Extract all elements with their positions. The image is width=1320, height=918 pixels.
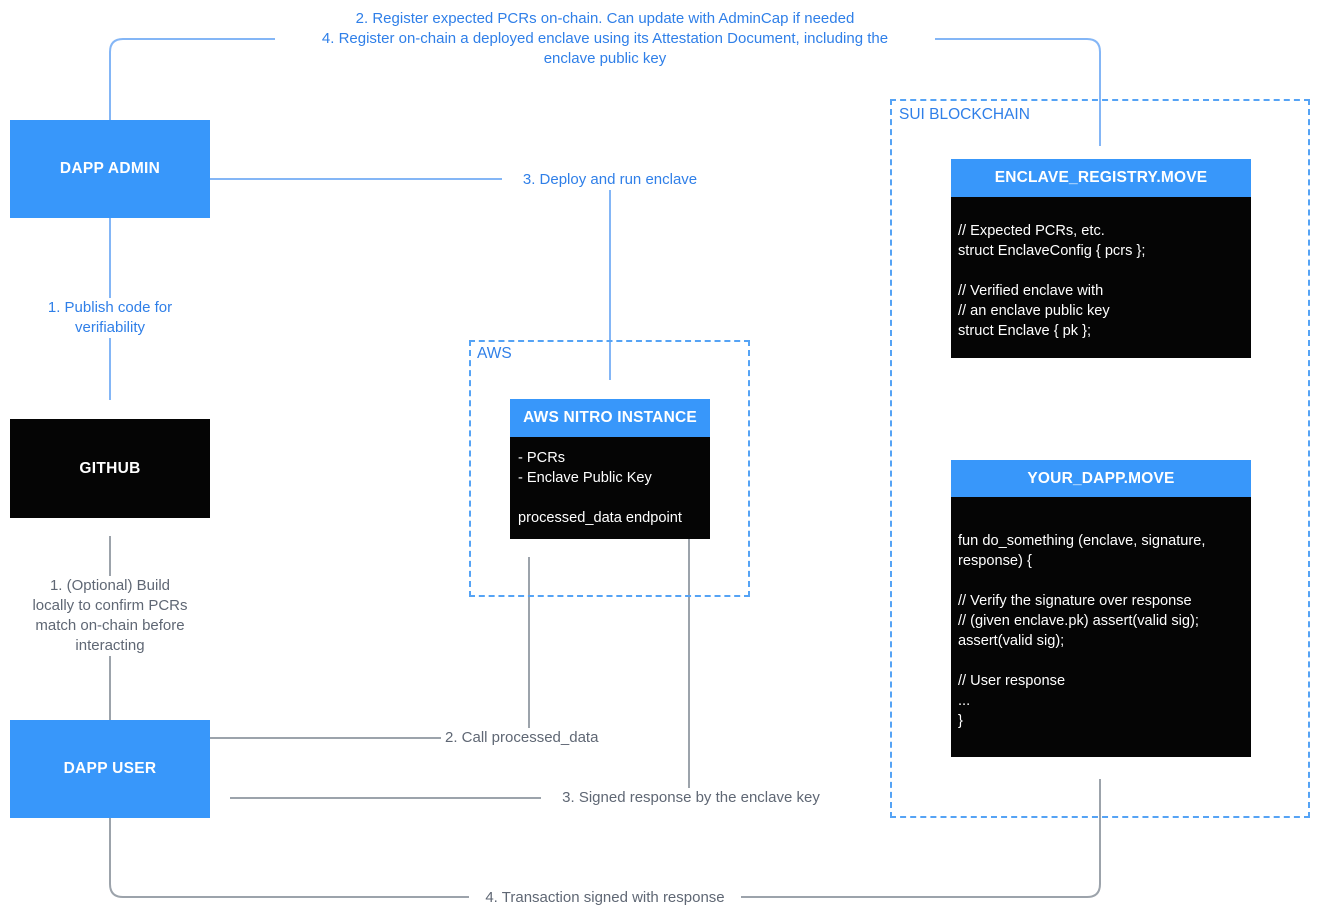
aws-nitro-instance-title: AWS NITRO INSTANCE (510, 399, 710, 437)
your-dapp-card: YOUR_DAPP.MOVE fun do_something (enclave… (951, 460, 1251, 757)
aws-nitro-instance-card: AWS NITRO INSTANCE - PCRs - Enclave Publ… (510, 399, 710, 539)
dapp-admin-node: DAPP ADMIN (10, 120, 210, 218)
dapp-user-label: DAPP USER (63, 760, 157, 777)
sui-blockchain-group-box (890, 99, 1310, 818)
signed-response-flow-label: 3. Signed response by the enclave key (541, 788, 841, 808)
enclave-registry-title: ENCLAVE_REGISTRY.MOVE (951, 159, 1251, 197)
dapp-user-node: DAPP USER (10, 720, 210, 818)
register-step2-text: 2. Register expected PCRs on-chain. Can … (355, 10, 855, 27)
register-step4-text: 4. Register on-chain a deployed enclave … (321, 30, 889, 67)
aws-nitro-instance-body: - PCRs - Enclave Public Key processed_da… (510, 437, 710, 539)
sui-blockchain-group-label: SUI BLOCKCHAIN (899, 106, 1030, 123)
enclave-registry-card: ENCLAVE_REGISTRY.MOVE // Expected PCRs, … (951, 159, 1251, 358)
aws-group-label: AWS (477, 345, 512, 362)
github-node: GITHUB (10, 419, 210, 518)
deploy-enclave-flow-label: 3. Deploy and run enclave (502, 170, 718, 190)
your-dapp-code: fun do_something (enclave, signature, re… (951, 497, 1251, 757)
register-pcrs-flow-label: 2. Register expected PCRs on-chain. Can … (275, 9, 935, 69)
your-dapp-title: YOUR_DAPP.MOVE (951, 460, 1251, 497)
aws-group-box (469, 340, 750, 597)
optional-build-flow-label: 1. (Optional) Build locally to confirm P… (14, 576, 206, 656)
publish-code-flow-label: 1. Publish code for verifiability (28, 298, 192, 338)
call-processed-data-flow-label: 2. Call processed_data (441, 728, 621, 748)
dapp-admin-label: DAPP ADMIN (59, 160, 161, 177)
github-label: GITHUB (79, 459, 141, 477)
enclave-registry-code: // Expected PCRs, etc. struct EnclaveCon… (951, 197, 1251, 358)
transaction-signed-flow-label: 4. Transaction signed with response (469, 888, 741, 908)
